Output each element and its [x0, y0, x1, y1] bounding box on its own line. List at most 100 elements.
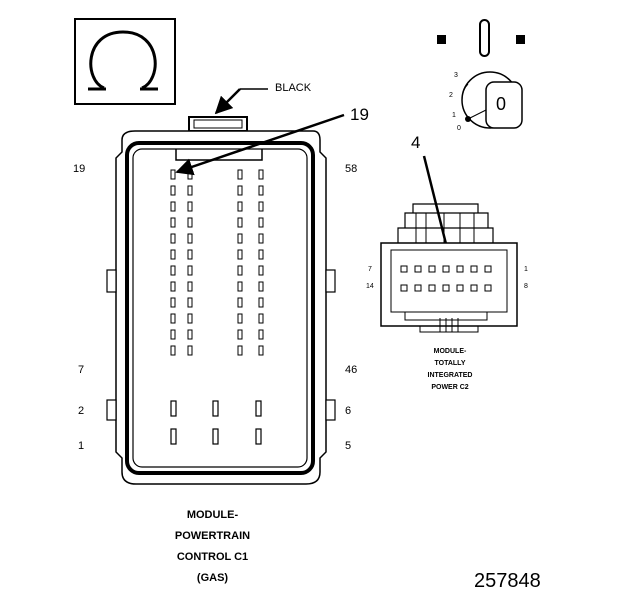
- ignition-switch-icon: [437, 19, 525, 129]
- c2-pin-cavity: [456, 284, 464, 292]
- callout-19-arrow: [175, 113, 345, 176]
- pin-cavity: [170, 233, 176, 244]
- pin-cavity: [237, 265, 243, 276]
- c1-caption: MODULE- POWERTRAIN CONTROL C1 (GAS): [140, 505, 285, 589]
- pin-cavity: [258, 169, 264, 180]
- pin-cavity: [258, 201, 264, 212]
- switch-position-label: 1: [452, 112, 456, 119]
- power-pins: [170, 400, 262, 445]
- c2-left-pin-label: 14: [366, 283, 374, 290]
- c2-pin-cavity: [484, 265, 492, 273]
- pin-cavity: [170, 169, 176, 180]
- pin-cavity: [170, 217, 176, 228]
- c2-pin-cavity: [470, 284, 478, 292]
- switch-position-label: 2: [449, 92, 453, 99]
- pin-cavity: [187, 233, 193, 244]
- ohm-icon: [88, 30, 158, 91]
- c2-pin-cavity: [428, 284, 436, 292]
- key-label: 0: [496, 94, 507, 114]
- switch-position-label: 0: [457, 125, 461, 132]
- pin-cavity: [258, 233, 264, 244]
- pin-cavity: [258, 281, 264, 292]
- c2-pin-cavity: [400, 284, 408, 292]
- pin-cavity: [237, 233, 243, 244]
- powertrain-connector-c1: [106, 116, 336, 485]
- c1-left-pin-label: 1: [78, 440, 85, 452]
- pin-cavity: [170, 185, 176, 196]
- pin-cavity: [170, 249, 176, 260]
- pin-cavity: [170, 345, 176, 356]
- c1-right-pin-label: 58: [345, 163, 358, 175]
- pin-cavity: [187, 185, 193, 196]
- pin-cavity: [258, 297, 264, 308]
- c2-pin-cavity: [414, 265, 422, 273]
- c2-pin-cavity: [414, 284, 422, 292]
- c2-pin-cavities: [400, 265, 492, 292]
- pin-cavity: [237, 201, 243, 212]
- c1-left-pin-label: 19: [73, 163, 86, 175]
- pin-cavity: [258, 313, 264, 324]
- c1-caption-line: POWERTRAIN: [174, 530, 251, 542]
- switch-position-label: 3: [454, 72, 458, 79]
- callout-4: 4: [411, 133, 421, 152]
- c2-caption: MODULE- TOTALLY INTEGRATED POWER C2: [405, 346, 495, 394]
- pin-cavity: [237, 329, 243, 340]
- figure-number: 257848: [474, 570, 541, 592]
- c2-pin-cavity: [442, 284, 450, 292]
- c1-right-pin-label: 5: [345, 440, 352, 452]
- tipm-connector-c2: [380, 203, 518, 333]
- pin-cavity: [258, 329, 264, 340]
- c2-right-pin-label: 8: [524, 283, 528, 290]
- pin-cavity: [187, 249, 193, 260]
- pin-cavity: [237, 345, 243, 356]
- pin-cavity: [237, 297, 243, 308]
- c1-caption-line: CONTROL C1: [176, 551, 249, 563]
- c2-right-pin-label: 1: [524, 266, 528, 273]
- pin-cavity: [187, 313, 193, 324]
- c2-pin-cavity: [400, 265, 408, 273]
- c2-caption-line: POWER C2: [431, 384, 469, 391]
- c2-caption-line: TOTALLY: [434, 360, 466, 367]
- pin-cavity: [237, 217, 243, 228]
- pin-cavity: [237, 281, 243, 292]
- pin-cavity: [187, 201, 193, 212]
- c2-caption-line: MODULE-: [433, 348, 467, 355]
- pin-cavity: [258, 265, 264, 276]
- pin-cavity: [258, 345, 264, 356]
- pin-cavity: [187, 265, 193, 276]
- pin-cavity: [187, 281, 193, 292]
- c1-right-pin-label: 46: [345, 364, 358, 376]
- c1-left-pin-label: 7: [78, 364, 85, 376]
- pin-cavity: [237, 249, 243, 260]
- pin-cavity: [187, 345, 193, 356]
- black-color-leader: [214, 88, 268, 115]
- c1-left-pin-label: 2: [78, 405, 85, 417]
- c1-caption-line: MODULE-: [186, 509, 239, 521]
- black-color-label: BLACK: [275, 82, 312, 94]
- c2-pin-cavity: [470, 265, 478, 273]
- callout-19: 19: [350, 105, 369, 124]
- c2-caption-line: INTEGRATED: [427, 372, 473, 379]
- pin-cavity: [237, 185, 243, 196]
- c1-right-pin-label: 6: [345, 405, 352, 417]
- pin-cavity: [258, 249, 264, 260]
- c2-pin-cavity: [484, 284, 492, 292]
- pin-cavities: [170, 169, 264, 356]
- pin-cavity: [170, 281, 176, 292]
- pin-cavity: [187, 217, 193, 228]
- pin-cavity: [170, 265, 176, 276]
- pin-cavity: [258, 217, 264, 228]
- pin-cavity: [170, 297, 176, 308]
- pin-cavity: [237, 169, 243, 180]
- pin-cavity: [170, 313, 176, 324]
- c2-pin-cavity: [456, 265, 464, 273]
- pin-cavity: [170, 329, 176, 340]
- c2-pin-cavity: [428, 265, 436, 273]
- ohm-symbol: [74, 18, 176, 105]
- pin-cavity: [187, 329, 193, 340]
- pin-cavity: [258, 185, 264, 196]
- pin-cavity: [237, 313, 243, 324]
- pin-cavity: [187, 297, 193, 308]
- c1-caption-line: (GAS): [196, 572, 229, 584]
